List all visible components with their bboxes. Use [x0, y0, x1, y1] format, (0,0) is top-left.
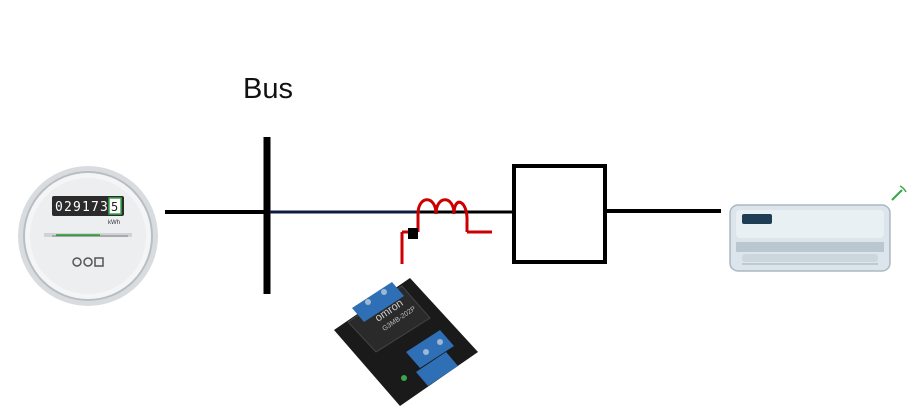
meter-digit: 9: [73, 200, 81, 215]
breaker-box: [512, 164, 607, 264]
solid-state-relay-module-icon: omron G3MB-202P: [334, 278, 478, 406]
meter-digit: 7: [91, 200, 99, 215]
relay-contact-block: [408, 228, 418, 239]
meter-unit: kWh: [108, 220, 120, 226]
meter-digit: 2: [64, 200, 72, 215]
bus-label: Bus: [243, 73, 293, 105]
meter-digit: 1: [82, 200, 90, 215]
meter-digit: 3: [100, 200, 108, 215]
air-conditioner-icon: [729, 185, 907, 272]
energy-meter-icon: 0 2 9 1 7 3 5 kWh: [18, 166, 158, 306]
meter-digit-last: 5: [111, 200, 118, 214]
meter-digit: 0: [55, 200, 63, 215]
